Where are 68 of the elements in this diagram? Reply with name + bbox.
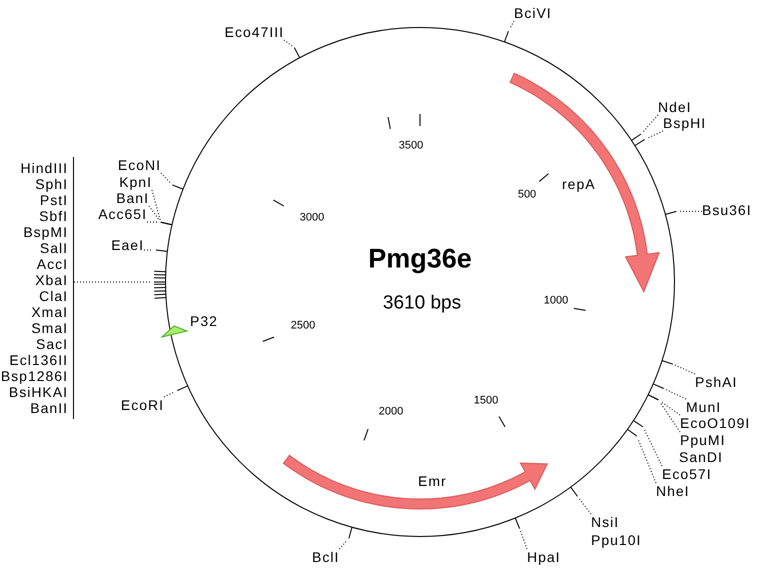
promoter-label: P32: [190, 313, 218, 329]
site-label: NdeI: [658, 99, 692, 115]
gene-label: Emr: [418, 473, 447, 489]
site-label: Ecl136II: [9, 352, 68, 368]
leader-line: [504, 20, 514, 42]
site-label: XbaI: [35, 272, 68, 288]
leader-line: [634, 130, 664, 146]
leader-line: [514, 518, 528, 550]
site-label: SmaI: [31, 320, 68, 336]
site-label: Acc65I: [98, 206, 147, 222]
leader-line: [631, 114, 658, 141]
gene-label: repA: [562, 176, 596, 192]
site-label: EcoRI: [120, 397, 164, 413]
site-label: SacI: [36, 336, 68, 352]
site-label: ClaI: [39, 288, 68, 304]
site-label: EcoNI: [118, 157, 161, 173]
site-label: NheI: [656, 483, 690, 499]
site-label: BsiHKAI: [8, 384, 68, 400]
site-label: HindIII: [20, 160, 68, 176]
site-label: HpaI: [527, 549, 561, 565]
leader-line: [570, 486, 592, 514]
site-label: BanI: [116, 190, 149, 206]
site-label: MunI: [686, 399, 722, 415]
plasmid-name: Pmg36e: [368, 246, 472, 272]
site-label: BspHI: [663, 115, 706, 131]
scale-number: 3500: [398, 140, 424, 152]
scale-number: 3000: [300, 212, 324, 224]
site-list: [0, 157, 74, 419]
scale-number: 1500: [474, 394, 498, 408]
site-label: BciVI: [514, 5, 552, 21]
leader-line: [664, 210, 702, 215]
site-label: SalI: [40, 240, 68, 256]
site-label: SanDI: [679, 449, 723, 465]
site-label: XmaI: [31, 304, 68, 320]
site-label: BanII: [30, 400, 68, 416]
leader-line: [662, 360, 696, 374]
site-label: Bsu36I: [702, 202, 752, 218]
site-label: EcoO109I: [680, 415, 750, 431]
leader-line: [144, 250, 168, 252]
leader-line: [632, 420, 662, 466]
site-label: PshAI: [695, 374, 738, 390]
site-label: Bsp1286I: [0, 368, 68, 384]
leader-line: [627, 428, 656, 484]
scale-number: 500: [518, 188, 536, 202]
scale-number: 2000: [378, 406, 404, 418]
site-label: SbfI: [39, 208, 68, 224]
site-label: BspMI: [23, 224, 68, 240]
leader-line: [652, 383, 686, 400]
site-label: BclI: [312, 549, 340, 565]
site-label: PpuMI: [680, 432, 726, 448]
leader-line: [160, 172, 184, 190]
site-label: Eco47III: [224, 24, 284, 40]
leader-line: [164, 385, 188, 398]
site-label: SphI: [35, 176, 68, 192]
site-label: Eco57I: [662, 466, 712, 482]
site-label: EaeI: [111, 237, 144, 253]
site-label: NsiI: [591, 514, 620, 530]
site-label: PstI: [40, 192, 68, 208]
scale-number: 1000: [544, 294, 568, 308]
site-label: AccI: [36, 256, 68, 272]
leader-line: [338, 526, 352, 550]
site-label: Ppu10I: [591, 532, 642, 548]
scale-number: 2500: [290, 320, 316, 332]
plasmid-size: 3610 bps: [382, 294, 462, 312]
leader-line: [146, 222, 172, 226]
site-label: KpnI: [119, 174, 152, 190]
leader-line: [284, 40, 300, 58]
leader-line: [648, 394, 680, 432]
